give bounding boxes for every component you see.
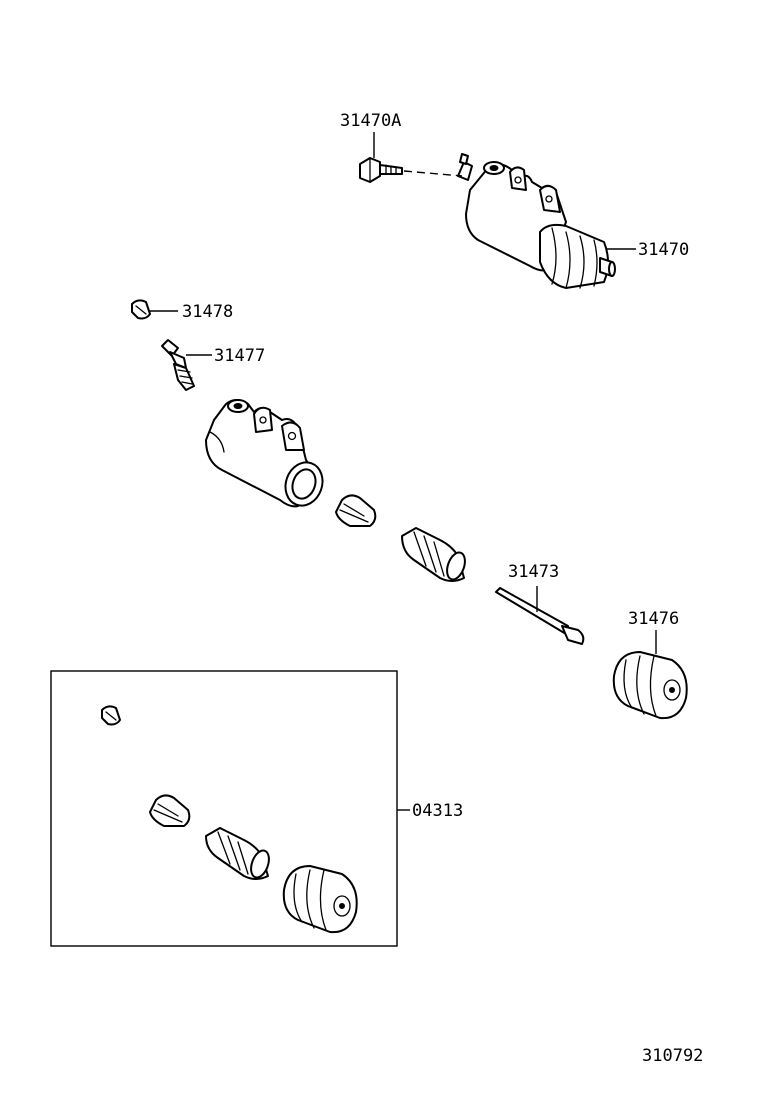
kit-piston	[205, 827, 270, 880]
label-31470a: 31470A	[340, 111, 401, 131]
label-31478: 31478	[182, 302, 233, 322]
label-04313: 04313	[412, 801, 463, 821]
kit-box	[50, 670, 398, 947]
cylinder-body	[205, 399, 324, 508]
drawing-number: 310792	[642, 1046, 703, 1066]
cap-31478	[131, 299, 151, 320]
kit-boot	[282, 865, 358, 934]
label-31470: 31470	[638, 240, 689, 260]
label-31473: 31473	[508, 562, 559, 582]
piston	[401, 527, 466, 582]
cup-seal	[335, 494, 377, 527]
kit-cap	[101, 705, 121, 726]
assembled-cylinder	[457, 153, 616, 289]
kit-cup-seal	[149, 794, 191, 827]
label-31477: 31477	[214, 346, 265, 366]
label-31476: 31476	[628, 609, 679, 629]
push-rod-31473	[495, 587, 585, 645]
bolt-31470a	[359, 157, 403, 183]
boot-31476	[612, 651, 688, 720]
bleeder-31477	[161, 339, 195, 391]
bolt-dashed-guide	[403, 170, 463, 177]
